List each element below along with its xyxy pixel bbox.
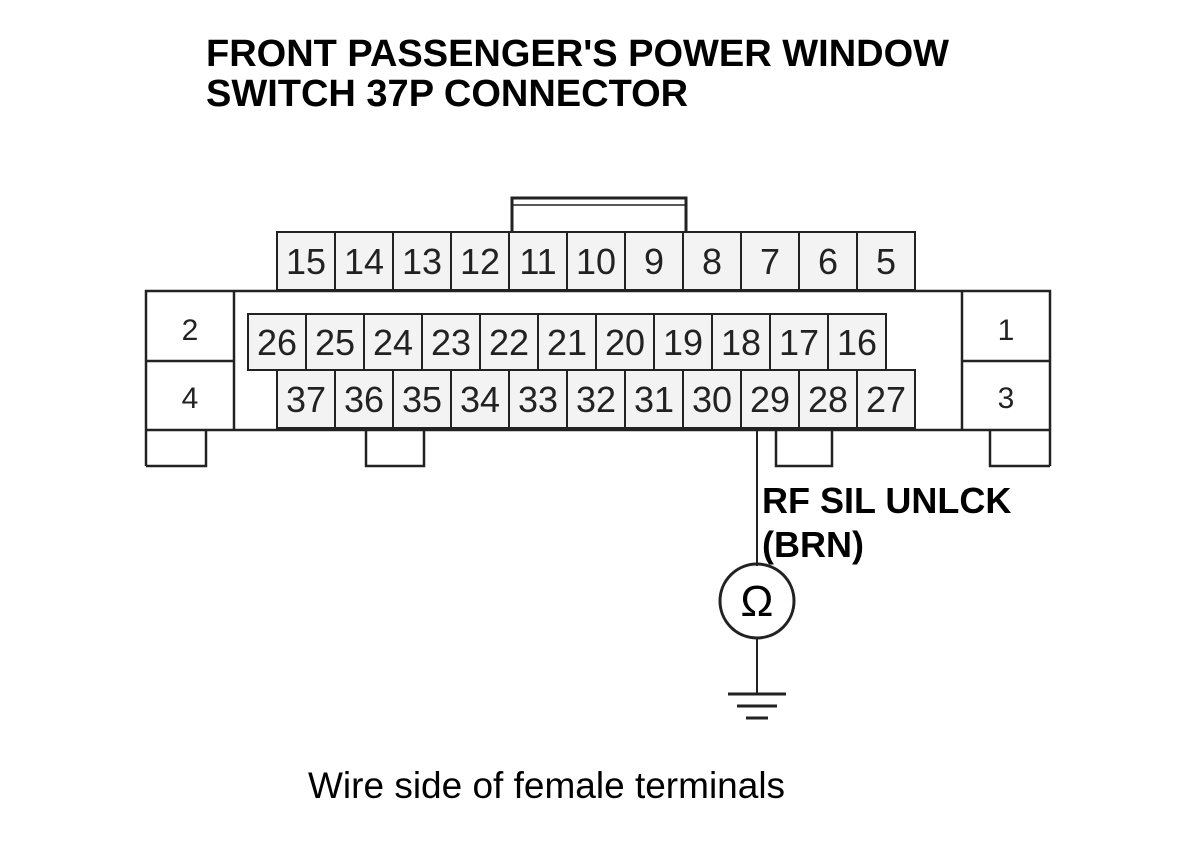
terminal-cell-27 <box>856 369 916 429</box>
terminal-cell-22 <box>479 313 539 371</box>
terminal-label-5: 5 <box>876 241 896 282</box>
terminal-cell-31 <box>624 369 684 429</box>
terminal-label-25: 25 <box>315 322 355 363</box>
terminal-label-15: 15 <box>286 241 326 282</box>
title-line-2: SWITCH 37P CONNECTOR <box>206 73 689 115</box>
terminal-cell-14 <box>334 231 394 291</box>
terminal-label-33: 33 <box>518 379 558 420</box>
terminal-label-8: 8 <box>702 241 722 282</box>
terminal-cell-26 <box>247 313 307 371</box>
terminal-label-21: 21 <box>547 322 587 363</box>
terminal-label-26: 26 <box>257 322 297 363</box>
terminal-label-16: 16 <box>837 322 877 363</box>
terminal-cell-29 <box>740 369 800 429</box>
terminal-label-18: 18 <box>721 322 761 363</box>
terminal-cell-33 <box>508 369 568 429</box>
terminal-label-10: 10 <box>576 241 616 282</box>
ohm-symbol: Ω <box>741 577 774 626</box>
terminal-label-3: 3 <box>998 382 1015 415</box>
terminal-label-19: 19 <box>663 322 703 363</box>
terminal-cells <box>247 231 916 429</box>
diagram-title: FRONT PASSENGER'S POWER WINDOW SWITCH 37… <box>206 34 949 114</box>
terminal-label-35: 35 <box>402 379 442 420</box>
test-circuit <box>718 430 796 720</box>
terminal-cell-8 <box>682 231 742 291</box>
terminal-cell-16 <box>827 313 887 371</box>
terminal-cell-35 <box>392 369 452 429</box>
terminal-label-13: 13 <box>402 241 442 282</box>
terminal-label-22: 22 <box>489 322 529 363</box>
ground-symbol-icon <box>728 692 786 720</box>
terminal-cell-34 <box>450 369 510 429</box>
terminal-label-7: 7 <box>760 241 780 282</box>
terminal-label-27: 27 <box>866 379 906 420</box>
terminal-label-34: 34 <box>460 379 500 420</box>
terminal-label-1: 1 <box>998 314 1015 347</box>
diagram-caption: Wire side of female terminals <box>308 765 786 806</box>
terminal-label-20: 20 <box>605 322 645 363</box>
wire-color: (BRN) <box>762 524 864 565</box>
terminal-label-37: 37 <box>286 379 326 420</box>
terminal-label-30: 30 <box>692 379 732 420</box>
terminal-cell-5 <box>856 231 916 291</box>
terminal-label-24: 24 <box>373 322 413 363</box>
terminal-cell-21 <box>537 313 597 371</box>
terminal-cell-12 <box>450 231 510 291</box>
terminal-label-32: 32 <box>576 379 616 420</box>
terminal-cell-19 <box>653 313 713 371</box>
terminal-cell-25 <box>305 313 365 371</box>
title-line-1: FRONT PASSENGER'S POWER WINDOW <box>206 33 950 75</box>
terminal-label-29: 29 <box>750 379 790 420</box>
wire-name: RF SIL UNLCK <box>762 480 1011 521</box>
terminal-label-11: 11 <box>519 241 556 282</box>
terminal-cell-20 <box>595 313 655 371</box>
terminal-cell-10 <box>566 231 626 291</box>
terminal-cell-6 <box>798 231 858 291</box>
terminal-label-17: 17 <box>779 322 819 363</box>
terminal-label-14: 14 <box>344 241 384 282</box>
terminal-cell-23 <box>421 313 481 371</box>
terminal-label-36: 36 <box>344 379 384 420</box>
terminal-label-4: 4 <box>182 382 199 415</box>
terminal-label-2: 2 <box>182 314 199 347</box>
terminal-label-12: 12 <box>460 241 500 282</box>
terminal-label-6: 6 <box>818 241 838 282</box>
terminal-cell-28 <box>798 369 858 429</box>
terminal-label-31: 31 <box>634 379 674 420</box>
terminal-label-23: 23 <box>431 322 471 363</box>
terminal-cell-37 <box>276 369 336 429</box>
terminal-label-28: 28 <box>808 379 848 420</box>
terminal-label-9: 9 <box>644 241 664 282</box>
